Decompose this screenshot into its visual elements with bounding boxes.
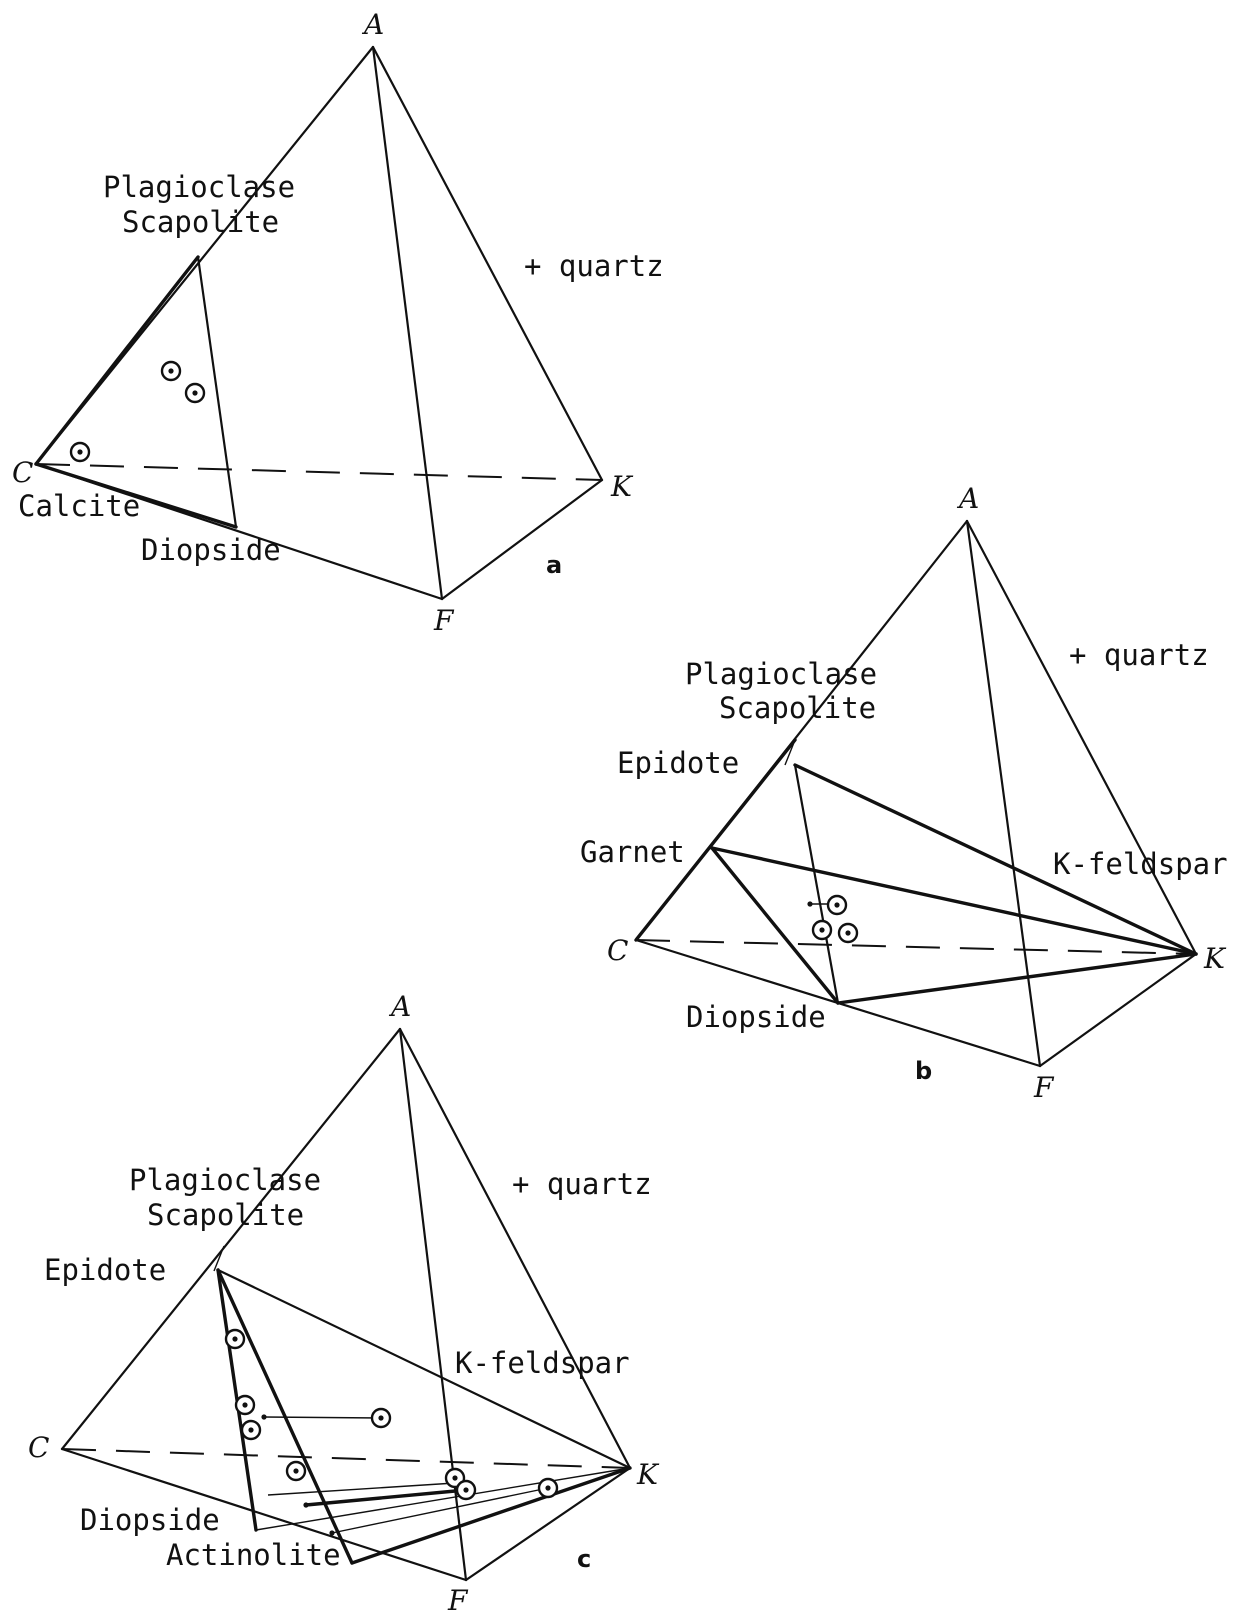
sample-tie-dot-c3 xyxy=(303,1502,309,1508)
panel-b: A C K F + quartz Plagioclase Scapolite E… xyxy=(580,482,1228,1104)
sample-dot-c5 xyxy=(293,1468,299,1474)
label-b-plagioclase: Plagioclase xyxy=(685,657,877,691)
label-a-plagioclase: Plagioclase xyxy=(103,170,295,204)
sample-dot-c4 xyxy=(378,1415,384,1421)
tie-a-plagioclase-diopside xyxy=(196,255,238,529)
sample-dot-c1 xyxy=(232,1336,238,1342)
sample-tie-c2 xyxy=(267,1482,456,1496)
tie-c-epidote-kfeldspar xyxy=(216,1268,632,1470)
edge-a-AF xyxy=(371,45,444,601)
sample-dot-c8 xyxy=(545,1485,551,1491)
sample-tie-c4 xyxy=(331,1487,549,1534)
sample-dot-a3 xyxy=(77,449,83,455)
edge-c-AK xyxy=(398,1027,632,1470)
vertex-b-C: C xyxy=(607,934,628,967)
vertex-b-K: K xyxy=(1203,942,1227,975)
panel-label-b: b xyxy=(915,1057,932,1085)
label-b-quartz: + quartz xyxy=(1069,638,1209,672)
edge-b-FK xyxy=(1038,952,1198,1068)
edge-b-AF xyxy=(965,519,1042,1068)
tie-c-actinolite-kfeldspar xyxy=(350,1466,632,1565)
vertex-c-F: F xyxy=(447,1584,469,1611)
label-c-plagioclase: Plagioclase xyxy=(129,1163,321,1197)
tie-b-epidote-diopside xyxy=(793,763,840,1005)
tie-b-garnet-diopside xyxy=(710,846,840,1005)
label-c-diopside: Diopside xyxy=(80,1503,220,1537)
sample-dot-c6 xyxy=(452,1475,458,1481)
sample-dot-b2 xyxy=(819,927,825,933)
tick-c-plagioclase xyxy=(213,1245,225,1272)
panel-c: A C K F Plagioclase Scapolite + quartz E… xyxy=(28,990,660,1611)
sample-tie-dot-c1 xyxy=(261,1414,267,1420)
sample-dot-a1 xyxy=(168,368,174,374)
label-b-garnet: Garnet xyxy=(580,835,685,869)
tie-b-calcite-epidote xyxy=(634,738,797,942)
edge-c-CF xyxy=(60,1447,468,1582)
label-a-scapolite: Scapolite xyxy=(122,205,279,239)
label-c-epidote: Epidote xyxy=(44,1253,166,1287)
label-a-calcite: Calcite xyxy=(18,489,140,523)
label-a-quartz: + quartz xyxy=(524,249,664,283)
label-a-diopside: Diopside xyxy=(141,533,281,567)
edge-a-FK xyxy=(440,478,604,601)
label-b-kfeldspar: K-feldspar xyxy=(1053,847,1228,881)
vertex-b-A: A xyxy=(956,482,979,515)
panel-label-a: a xyxy=(546,551,562,579)
sample-tie-dot-c4 xyxy=(329,1530,335,1536)
tie-c-diopside-kfeldspar xyxy=(255,1467,631,1531)
tie-b-garnet-kfeldspar xyxy=(710,846,1198,956)
vertex-b-F: F xyxy=(1033,1071,1055,1104)
edge-a-AK xyxy=(371,45,604,482)
vertex-c-A: A xyxy=(388,990,411,1023)
sample-dot-b3 xyxy=(845,930,851,936)
sample-dot-c3 xyxy=(248,1427,254,1433)
label-b-scapolite: Scapolite xyxy=(719,691,876,725)
tie-b-diopside-kfeldspar xyxy=(836,952,1198,1005)
label-b-epidote: Epidote xyxy=(617,746,739,780)
label-c-kfeldspar: K-feldspar xyxy=(455,1346,630,1380)
label-c-quartz: + quartz xyxy=(512,1167,652,1201)
vertex-a-C: C xyxy=(12,456,33,489)
edge-c-FK xyxy=(464,1466,632,1582)
tie-b-epidote-kfeldspar xyxy=(793,763,1198,956)
label-c-scapolite: Scapolite xyxy=(147,1198,304,1232)
tie-a-calcite-plagioclase xyxy=(34,255,200,466)
vertex-c-C: C xyxy=(28,1431,49,1464)
vertex-c-K: K xyxy=(636,1458,660,1491)
edge-b-CK-hidden xyxy=(635,939,1197,955)
vertex-a-K: K xyxy=(610,470,634,503)
panel-a: A C K F Plagioclase Scapolite + quartz C… xyxy=(12,8,664,637)
sample-dot-b1 xyxy=(834,902,840,908)
edge-c-CK-hidden xyxy=(61,1448,631,1469)
sample-dot-c2 xyxy=(242,1402,248,1408)
sample-dot-c7 xyxy=(463,1487,469,1493)
sample-dot-a2 xyxy=(192,390,198,396)
sample-tie-dot-b1 xyxy=(807,901,813,907)
edge-c-AC xyxy=(60,1027,402,1451)
sample-tie-c3 xyxy=(304,1488,468,1507)
edge-b-AK xyxy=(965,519,1198,956)
tie-a-calcite-diopside xyxy=(34,462,238,529)
label-c-actinolite: Actinolite xyxy=(166,1538,341,1572)
edge-a-CK-hidden xyxy=(35,463,603,481)
label-b-diopside: Diopside xyxy=(686,1000,826,1034)
vertex-a-A: A xyxy=(361,8,384,41)
tick-b-plagioclase xyxy=(784,739,796,766)
vertex-a-F: F xyxy=(433,604,455,637)
sample-tie-c1 xyxy=(263,1416,382,1419)
panel-label-c: c xyxy=(577,1545,591,1573)
